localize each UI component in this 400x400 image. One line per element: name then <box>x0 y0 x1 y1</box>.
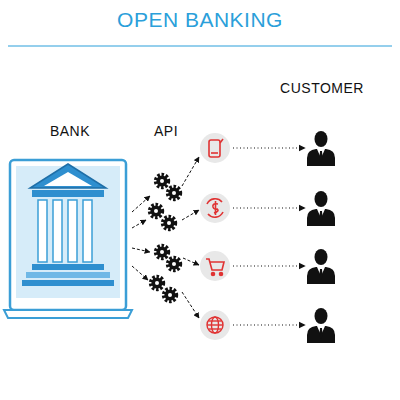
title-rule <box>8 46 392 47</box>
customer-figures <box>307 131 335 343</box>
api-gears <box>150 175 180 301</box>
column-label: CUSTOMER <box>280 80 364 96</box>
exchange-icon <box>207 199 223 217</box>
customer-arrows <box>233 148 305 325</box>
bank-icon <box>4 160 132 318</box>
column-label: BANK <box>50 123 90 139</box>
service-circles <box>200 133 230 340</box>
flow-arrows <box>132 157 199 318</box>
globe-icon <box>207 317 223 333</box>
cart-icon <box>206 259 224 276</box>
diagram-title: OPEN BANKING <box>117 8 283 32</box>
column-label: API <box>154 123 178 139</box>
phone-icon <box>209 139 223 157</box>
